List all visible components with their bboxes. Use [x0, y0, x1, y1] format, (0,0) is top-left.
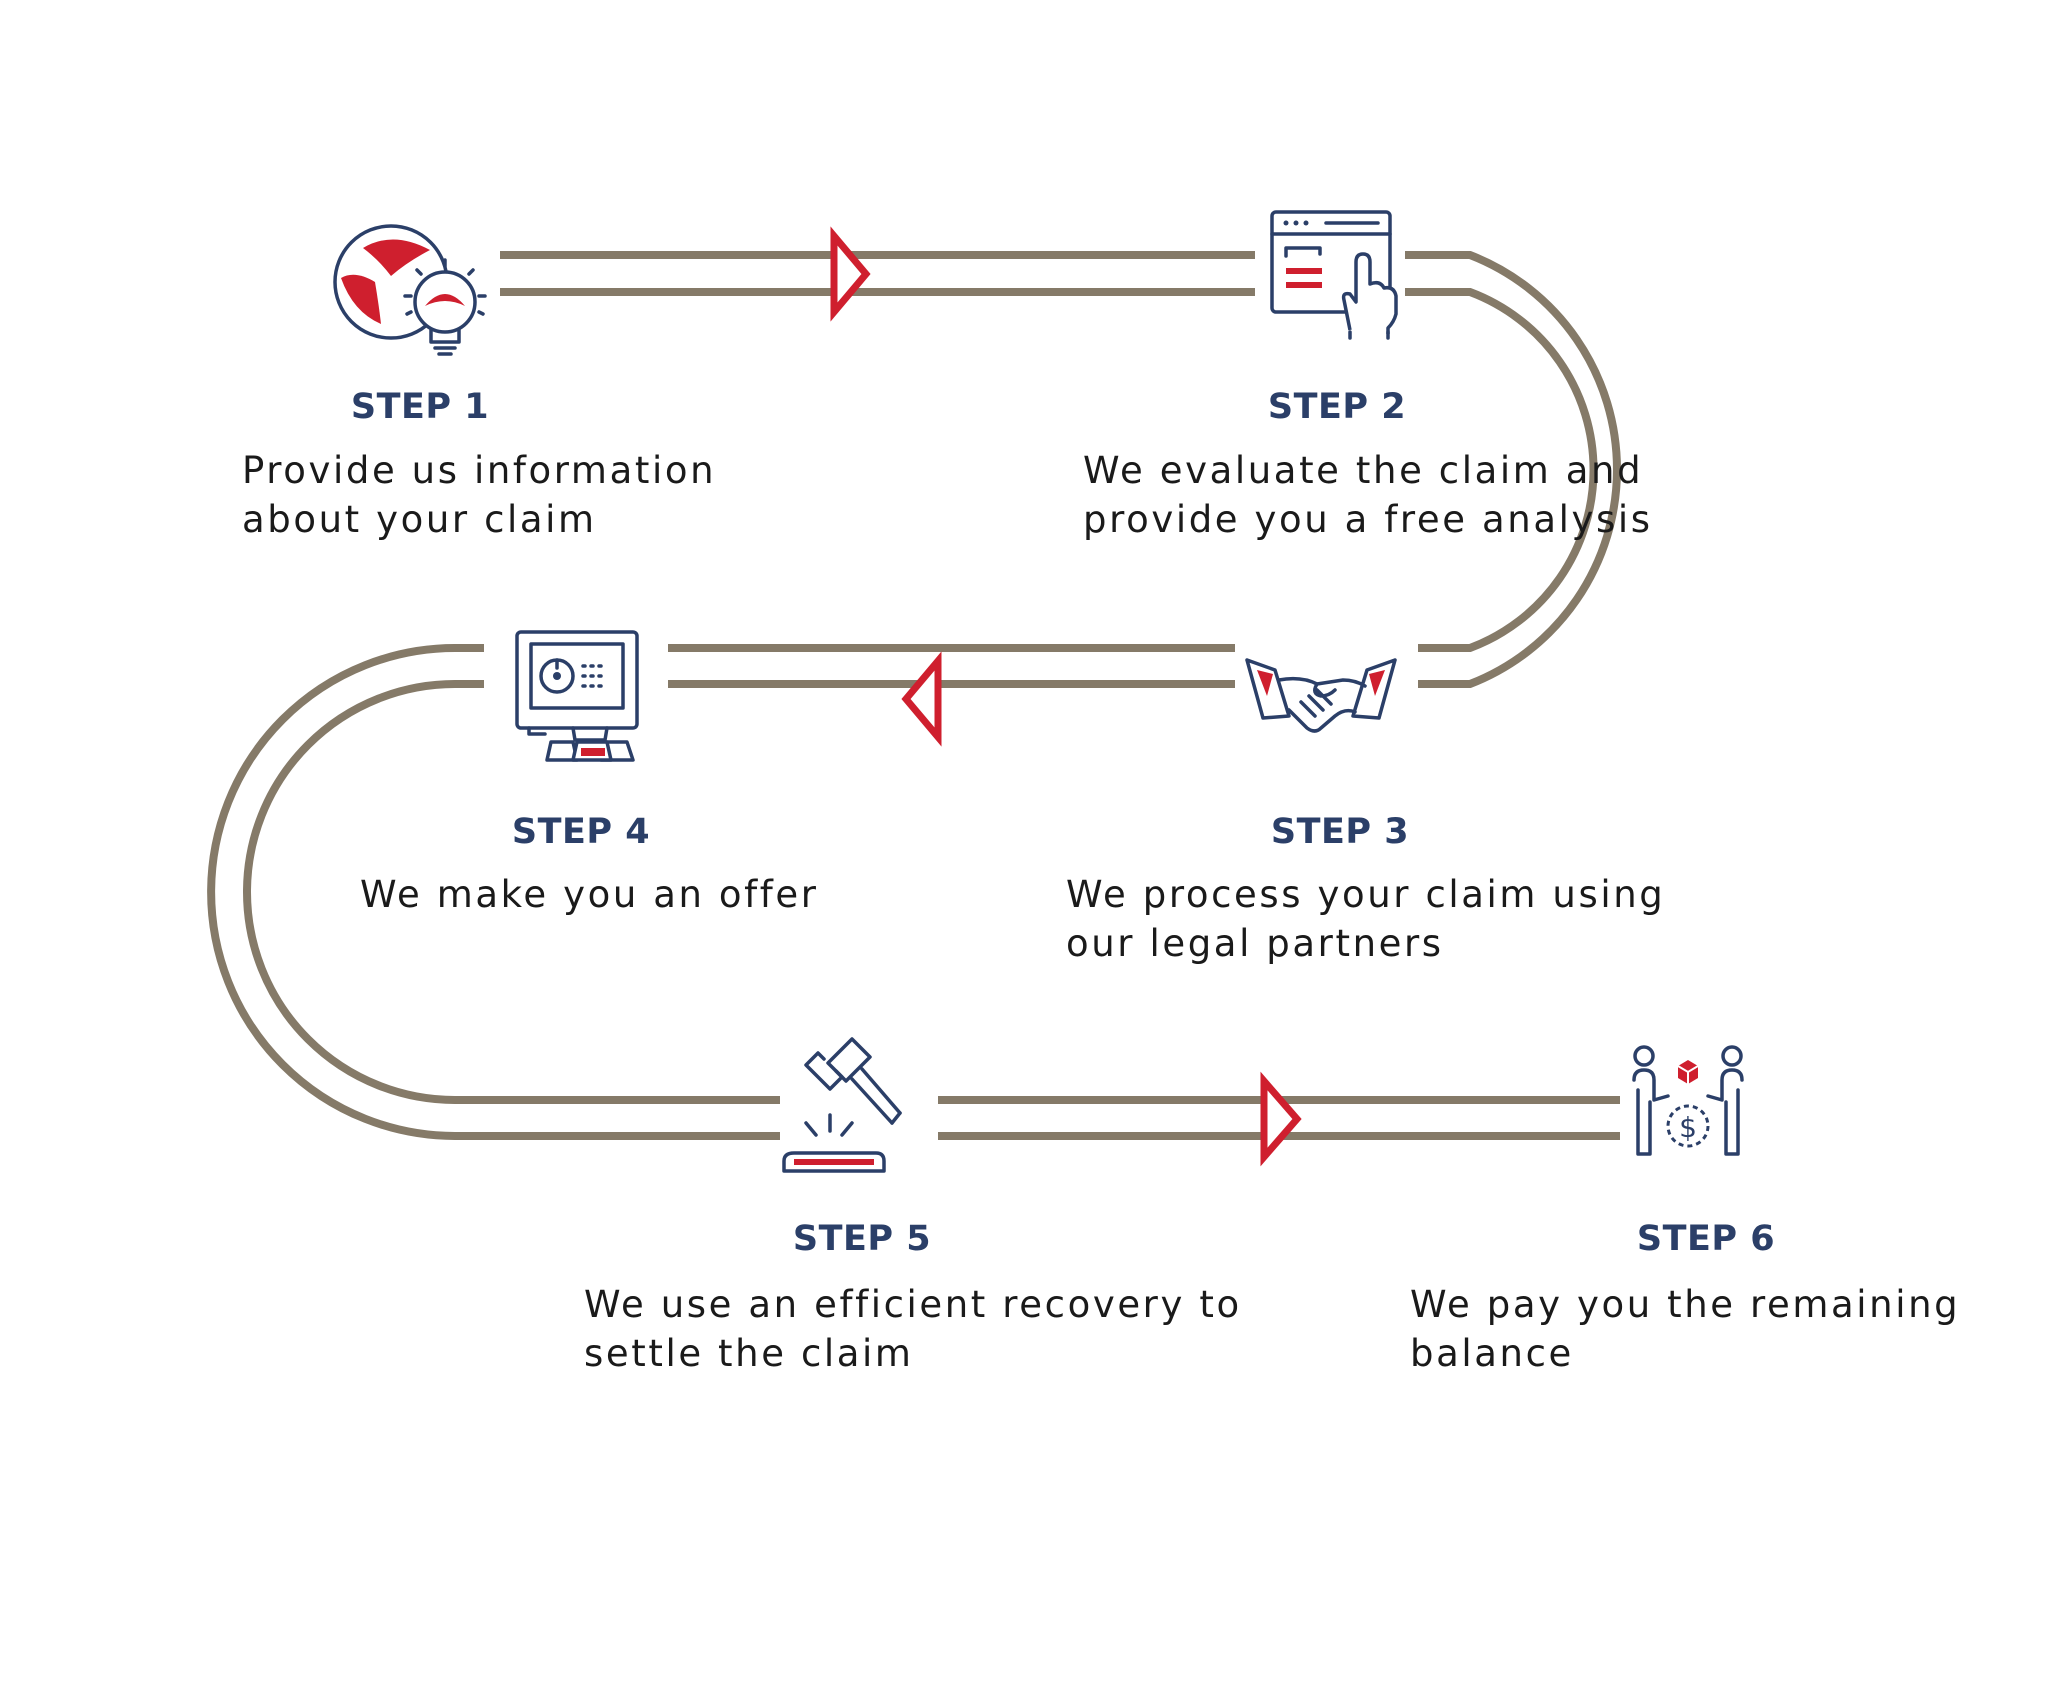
step-1-description-line-2: about your claim [242, 498, 597, 541]
step-6-description-line-2: balance [1410, 1332, 1574, 1375]
lightbulb-icon [333, 224, 487, 356]
track-left-bend-inner [243, 680, 780, 1104]
track-left-bend-outer [207, 644, 780, 1140]
step-6: STEP 6 We pay you the remaining balance [1410, 1219, 1960, 1375]
direction-arrow-left [901, 651, 942, 747]
browser-click-icon [1270, 210, 1398, 340]
step-4: STEP 4 We make you an offer [360, 812, 819, 916]
step-5: STEP 5 We use an efficient recovery to s… [584, 1219, 1242, 1375]
step-3-title: STEP 3 [1271, 812, 1409, 852]
svg-text:$: $ [1679, 1111, 1697, 1144]
step-1-description-line-1: Provide us information [242, 449, 716, 492]
step-1: STEP 1 Provide us information about your… [242, 387, 716, 541]
payment-exchange-icon: $ [1632, 1045, 1744, 1156]
step-5-description-line-1: We use an efficient recovery to [584, 1283, 1242, 1326]
step-6-description-line-1: We pay you the remaining [1410, 1283, 1960, 1326]
step-1-title: STEP 1 [351, 387, 489, 427]
step-4-title: STEP 4 [512, 812, 650, 852]
step-3: STEP 3 We process your claim using our l… [1066, 812, 1665, 965]
step-2-description-line-2: provide you a free analysis [1083, 498, 1653, 541]
handshake-icon [1245, 658, 1397, 733]
track-right-bend-inner [1405, 288, 1598, 652]
step-3-description-line-1: We process your claim using [1066, 873, 1665, 916]
track-right-bend-outer [1405, 251, 1621, 688]
gavel-icon [782, 1037, 902, 1173]
direction-arrow-right-1 [830, 226, 871, 322]
step-5-description-line-2: settle the claim [584, 1332, 914, 1375]
step-6-title: STEP 6 [1637, 1219, 1775, 1259]
step-2-title: STEP 2 [1268, 387, 1406, 427]
step-3-description-line-2: our legal partners [1066, 922, 1444, 965]
direction-arrow-right-2 [1260, 1071, 1302, 1167]
step-4-description-line-1: We make you an offer [360, 873, 819, 916]
step-2: STEP 2 We evaluate the claim and provide… [1083, 387, 1653, 541]
safe-monitor-icon [515, 630, 639, 762]
step-5-title: STEP 5 [793, 1219, 931, 1259]
step-2-description-line-1: We evaluate the claim and [1083, 449, 1643, 492]
